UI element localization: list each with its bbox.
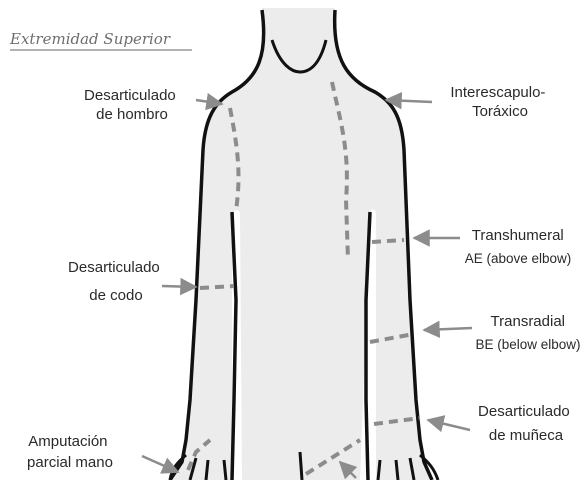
elbow-label: Desarticulado de codo xyxy=(68,259,164,304)
left-inner-arm-line xyxy=(232,212,236,480)
interscapular-label: Interescapulo- Toráxico xyxy=(450,84,549,120)
right-inner-arm-line xyxy=(366,212,370,480)
body-silhouette xyxy=(170,8,438,480)
crotch-line xyxy=(300,452,302,480)
interscapular-arrow xyxy=(386,100,432,102)
diagram-title: Extremidad Superior xyxy=(9,30,171,48)
transhumeral-label: Transhumeral AE (above elbow) xyxy=(465,227,572,266)
wrist-label: Desarticulado de muñeca xyxy=(478,403,574,444)
wrist-arrow xyxy=(428,420,470,430)
elbow-arrow xyxy=(162,286,196,287)
partial-hand-label: Amputación parcial mano xyxy=(27,433,113,471)
partial-hand-arrow xyxy=(142,456,178,472)
body-fill xyxy=(170,8,432,480)
transradial-label: Transradial BE (below elbow) xyxy=(475,313,580,352)
shoulder-label: Desarticulado de hombro xyxy=(84,87,180,123)
transradial-arrow xyxy=(424,328,472,330)
